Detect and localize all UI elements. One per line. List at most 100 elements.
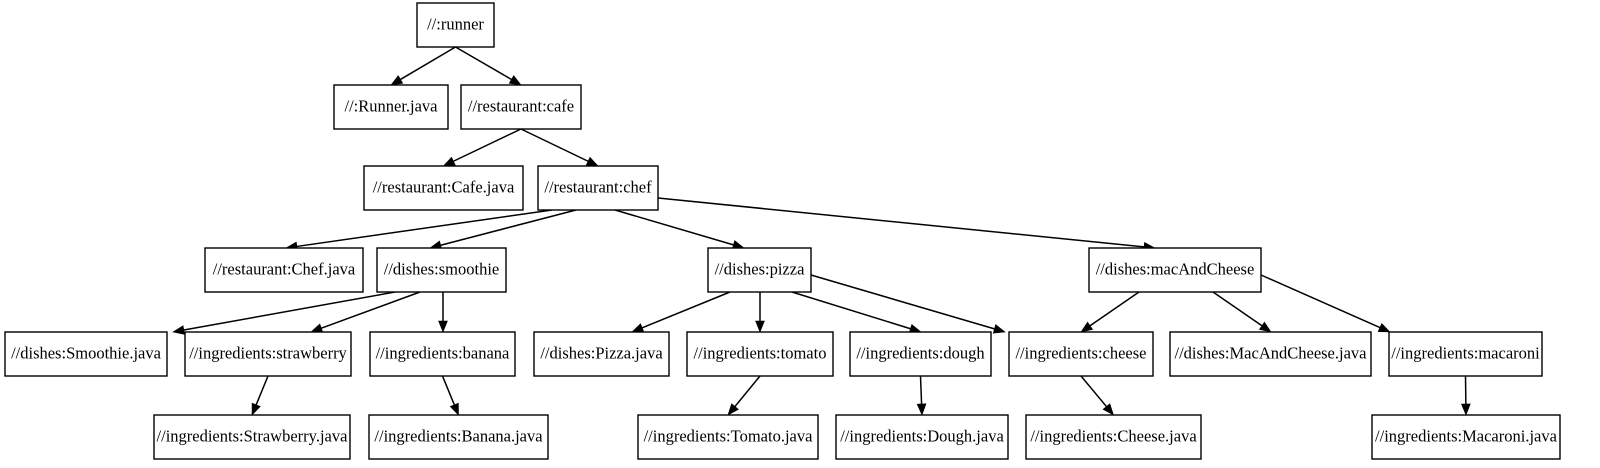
graph-edge-dishes_smoothie-to-ing_banana: [438, 292, 448, 333]
node-label-restaurant_chef: //restaurant:chef: [544, 177, 652, 196]
graph-node-dishes_macandcheese[interactable]: //dishes:macAndCheese: [1088, 247, 1262, 293]
graph-edge-dishes_smoothie-to-smoothie_java: [172, 291, 396, 335]
node-box-dishes_macandcheese[interactable]: [1088, 247, 1262, 293]
graph-node-dishes_smoothie[interactable]: //dishes:smoothie: [376, 247, 507, 293]
node-label-macandcheese_java: //dishes:MacAndCheese.java: [1175, 343, 1368, 362]
node-box-dishes_smoothie[interactable]: [376, 247, 507, 293]
arrowhead-icon: [438, 320, 448, 333]
arrowhead-icon: [631, 323, 645, 333]
graph-node-ing_tomato[interactable]: //ingredients:tomato: [686, 331, 834, 377]
graph-node-ing_banana[interactable]: //ingredients:banana: [369, 331, 516, 377]
graph-node-chef_java[interactable]: //restaurant:Chef.java: [204, 247, 364, 293]
graph-edge-restaurant_chef-to-chef_java: [285, 209, 553, 252]
graph-node-ing_dough[interactable]: //ingredients:dough: [849, 331, 992, 377]
node-box-restaurant_chef[interactable]: [537, 165, 659, 211]
graph-edge-ing_banana-to-banana_java: [441, 375, 459, 416]
node-label-cheese_java: //ingredients:Cheese.java: [1030, 426, 1197, 445]
node-label-dishes_macandcheese: //dishes:macAndCheese: [1096, 259, 1255, 278]
node-box-ing_banana[interactable]: [369, 331, 516, 377]
node-box-ing_tomato[interactable]: [686, 331, 834, 377]
graph-node-ing_strawberry[interactable]: //ingredients:strawberry: [184, 331, 352, 377]
node-label-runner: //:runner: [427, 14, 484, 33]
arrowhead-icon: [1461, 403, 1471, 416]
node-box-cafe_java[interactable]: [363, 165, 524, 211]
node-label-ing_dough: //ingredients:dough: [856, 343, 985, 362]
graph-node-runner[interactable]: //:runner: [416, 2, 495, 48]
graph-edge-restaurant_cafe-to-cafe_java: [442, 128, 522, 167]
graph-node-restaurant_cafe[interactable]: //restaurant:cafe: [460, 84, 582, 130]
node-box-runner[interactable]: [416, 2, 495, 48]
node-label-dishes_pizza: //dishes:pizza: [715, 259, 805, 278]
arrowhead-icon: [727, 403, 739, 416]
graph-edge-runner-to-restaurant_cafe: [455, 46, 522, 86]
graph-node-cafe_java[interactable]: //restaurant:Cafe.java: [363, 165, 524, 211]
node-label-restaurant_cafe: //restaurant:cafe: [468, 96, 574, 115]
node-label-runner_java: //:Runner.java: [344, 96, 438, 115]
node-label-strawberry_java: //ingredients:Strawberry.java: [157, 426, 349, 445]
graph-edge-ing_macaroni-to-macaroni_java: [1461, 375, 1471, 416]
node-label-pizza_java: //dishes:Pizza.java: [540, 343, 663, 362]
graph-node-restaurant_chef[interactable]: //restaurant:chef: [537, 165, 659, 211]
graph-node-banana_java[interactable]: //ingredients:Banana.java: [368, 414, 549, 460]
node-box-dough_java[interactable]: [835, 414, 1009, 460]
graph-node-ing_macaroni[interactable]: //ingredients:macaroni: [1388, 331, 1543, 377]
node-label-cafe_java: //restaurant:Cafe.java: [373, 177, 515, 196]
node-box-banana_java[interactable]: [368, 414, 549, 460]
node-box-smoothie_java[interactable]: [4, 331, 168, 377]
graph-edge-ing_tomato-to-tomato_java: [727, 375, 761, 416]
node-label-ing_tomato: //ingredients:tomato: [694, 343, 827, 362]
node-label-chef_java: //restaurant:Chef.java: [213, 259, 356, 278]
graph-node-strawberry_java[interactable]: //ingredients:Strawberry.java: [153, 414, 351, 460]
node-box-restaurant_cafe[interactable]: [460, 84, 582, 130]
graph-node-macandcheese_java[interactable]: //dishes:MacAndCheese.java: [1169, 331, 1372, 377]
node-box-chef_java[interactable]: [204, 247, 364, 293]
node-box-dishes_pizza[interactable]: [707, 247, 812, 293]
node-label-dough_java: //ingredients:Dough.java: [840, 426, 1004, 445]
graph-node-runner_java[interactable]: //:Runner.java: [333, 84, 449, 130]
node-label-smoothie_java: //dishes:Smoothie.java: [11, 343, 162, 362]
arrowhead-icon: [992, 324, 1006, 334]
graph-edge-dishes_pizza-to-ing_cheese: [810, 274, 1006, 334]
graph-edge-restaurant_cafe-to-restaurant_chef: [520, 128, 599, 167]
arrowhead-icon: [1102, 403, 1115, 416]
graph-edge-dishes_pizza-to-ing_dough: [791, 291, 922, 334]
arrowhead-icon: [310, 323, 324, 333]
node-box-ing_strawberry[interactable]: [184, 331, 352, 377]
graph-node-macaroni_java[interactable]: //ingredients:Macaroni.java: [1371, 414, 1561, 460]
graph-node-pizza_java[interactable]: //dishes:Pizza.java: [533, 331, 670, 377]
node-box-cheese_java[interactable]: [1025, 414, 1202, 460]
graph-node-smoothie_java[interactable]: //dishes:Smoothie.java: [4, 331, 168, 377]
node-label-dishes_smoothie: //dishes:smoothie: [384, 259, 500, 278]
node-box-pizza_java[interactable]: [533, 331, 670, 377]
graph-node-tomato_java[interactable]: //ingredients:Tomato.java: [637, 414, 819, 460]
node-box-runner_java[interactable]: [333, 84, 449, 130]
node-label-macaroni_java: //ingredients:Macaroni.java: [1375, 426, 1558, 445]
arrowhead-icon: [1080, 321, 1094, 333]
node-box-tomato_java[interactable]: [637, 414, 819, 460]
arrowhead-icon: [916, 403, 927, 416]
arrowhead-icon: [172, 325, 185, 335]
edges-layer: [172, 46, 1471, 416]
graph-edge-ing_strawberry-to-strawberry_java: [251, 375, 269, 416]
graph-node-cheese_java[interactable]: //ingredients:Cheese.java: [1025, 414, 1202, 460]
graph-edge-ing_cheese-to-cheese_java: [1080, 375, 1115, 416]
node-box-ing_macaroni[interactable]: [1388, 331, 1543, 377]
graph-node-ing_cheese[interactable]: //ingredients:cheese: [1008, 331, 1154, 377]
arrowhead-icon: [755, 320, 765, 333]
arrowhead-icon: [508, 75, 522, 86]
arrowhead-icon: [1377, 323, 1391, 333]
node-box-macaroni_java[interactable]: [1371, 414, 1561, 460]
graph-edge-restaurant_chef-to-dishes_macandcheese: [657, 197, 1156, 252]
graph-node-dough_java[interactable]: //ingredients:Dough.java: [835, 414, 1009, 460]
nodes-layer: //:runner //:Runner.java //restaurant:cafe…: [4, 2, 1561, 460]
graph-edge-restaurant_chef-to-dishes_smoothie: [429, 209, 577, 250]
node-box-ing_cheese[interactable]: [1008, 331, 1154, 377]
graph-node-dishes_pizza[interactable]: //dishes:pizza: [707, 247, 812, 293]
node-label-ing_macaroni: //ingredients:macaroni: [1391, 343, 1540, 362]
node-box-macandcheese_java[interactable]: [1169, 331, 1372, 377]
node-label-banana_java: //ingredients:Banana.java: [374, 426, 543, 445]
node-box-strawberry_java[interactable]: [153, 414, 351, 460]
graph-edge-restaurant_chef-to-dishes_pizza: [614, 209, 745, 250]
node-box-ing_dough[interactable]: [849, 331, 992, 377]
